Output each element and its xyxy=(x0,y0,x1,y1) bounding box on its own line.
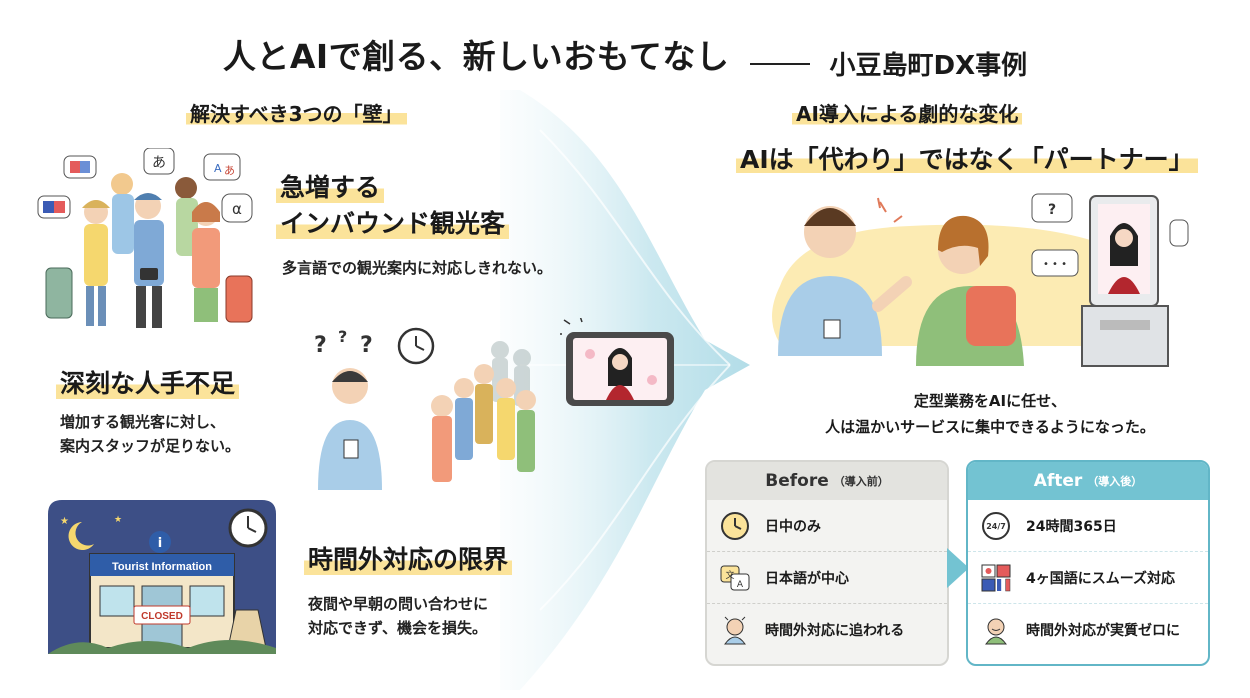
closed-sign: CLOSED xyxy=(141,611,183,622)
wall-clock-icon xyxy=(228,508,268,548)
before-card-header: Before （導入前） xyxy=(707,462,947,500)
closed-office-illustration: ★ ★ i Tourist Information CLOSED xyxy=(48,500,276,654)
svg-text:★: ★ xyxy=(114,515,122,525)
problem-3-desc-line-2: 対応できず、機会を損失。 xyxy=(308,619,487,637)
changes-heading: AI導入による劇的な変化 xyxy=(792,98,1023,127)
before-item-3-text: 時間外対応に追われる xyxy=(765,623,905,639)
after-card-header: After （導入後） xyxy=(968,462,1208,500)
after-card: After （導入後） 24/7 24時間365日 4ヶ国語にスムーズ対応 時間… xyxy=(966,460,1210,666)
after-item-1-text: 24時間365日 xyxy=(1026,518,1117,535)
hiragana-glyph: あ xyxy=(152,155,166,171)
after-item-3-text: 時間外対応が実質ゼロに xyxy=(1026,623,1180,639)
after-item-1: 24/7 24時間365日 xyxy=(968,500,1208,552)
before-item-1: 日中のみ xyxy=(707,500,947,552)
24-7-icon: 24/7 xyxy=(982,511,1010,540)
question-mark-3: ? xyxy=(360,333,373,358)
partner-desc-line-1: 定型業務をAIに任せ、 xyxy=(913,392,1067,410)
translate-ja-glyph: あ xyxy=(224,164,235,177)
partner-title: AIは「代わり」ではなく「パートナー」 xyxy=(736,140,1198,176)
after-item-2-text: 4ヶ国語にスムーズ対応 xyxy=(1026,570,1176,587)
clock-icon xyxy=(397,327,435,365)
after-item-3: 時間外対応が実質ゼロに xyxy=(968,604,1208,656)
before-item-3: 時間外対応に追われる xyxy=(707,604,947,656)
tourists-illustration: あ A あ α xyxy=(37,148,253,328)
problem-2-title: 深刻な人手不足 xyxy=(56,366,240,402)
problem-2-desc-line-2: 案内スタッフが足りない。 xyxy=(60,437,241,455)
staff-shortage-illustration: ? ? ? xyxy=(314,327,536,490)
problem-3-title: 時間外対応の限界 xyxy=(304,542,513,578)
after-label-note: （導入後） xyxy=(1087,475,1143,488)
problem-1-title-line-1: 急増する xyxy=(276,170,385,206)
info-glyph: i xyxy=(158,536,162,551)
after-label: After xyxy=(1033,471,1083,491)
problem-3-title-text: 時間外対応の限界 xyxy=(304,542,513,578)
chat-bubble-dots-2 xyxy=(1169,219,1189,247)
before-item-2-text: 日本語が中心 xyxy=(765,570,849,587)
question-mark-2: ? xyxy=(338,327,347,346)
translate-bun-glyph: 文 xyxy=(725,569,734,581)
speech-bubble-flags-2-icon xyxy=(37,195,71,219)
svg-text:★: ★ xyxy=(60,516,69,527)
tourist-info-sign: Tourist Information xyxy=(112,561,212,573)
info-icon xyxy=(149,531,171,553)
title-divider xyxy=(750,62,811,65)
before-label-note: （導入前） xyxy=(833,475,889,488)
page-title: 人とAIで創る、新しいおもてなし xyxy=(222,37,730,76)
before-card: Before （導入前） 日中のみ 文 A 日本語が中心 時間外対応に追われる xyxy=(705,460,949,666)
problem-2-desc: 増加する観光客に対し、 案内スタッフが足りない。 xyxy=(60,410,240,458)
problems-heading: 解決すべき3つの「壁」 xyxy=(186,98,407,127)
partner-desc: 定型業務をAIに任せ、 人は温かいサービスに集中できるようになった。 xyxy=(780,388,1200,440)
speech-bubble-translate-icon: A あ xyxy=(203,153,241,181)
problem-3-desc-line-1: 夜間や早朝の問い合わせに xyxy=(308,595,489,613)
problem-2-title-text: 深刻な人手不足 xyxy=(56,366,240,402)
chat-bubble-question: ? xyxy=(1031,193,1073,223)
bubble-dots-glyph-1: • • • xyxy=(1043,259,1067,270)
speech-bubble-hiragana-icon: あ xyxy=(143,148,175,175)
changes-heading-text: AI導入による劇的な変化 xyxy=(792,98,1023,127)
partner-desc-line-2: 人は温かいサービスに集中できるようになった。 xyxy=(825,418,1155,436)
speech-bubble-alpha-icon: α xyxy=(221,193,253,223)
question-mark-1: ? xyxy=(314,333,327,358)
before-item-2: 文 A 日本語が中心 xyxy=(707,552,947,604)
stressed-person-icon xyxy=(724,616,746,645)
before-label: Before xyxy=(765,471,829,491)
bubble-question-glyph: ? xyxy=(1048,202,1056,218)
clock-icon xyxy=(721,511,749,540)
problem-1-title: 急増する インバウンド観光客 xyxy=(276,170,510,242)
translate-a-glyph: A xyxy=(737,580,744,590)
partner-title-text: AIは「代わり」ではなく「パートナー」 xyxy=(736,140,1198,176)
problem-2-desc-line-1: 増加する観光客に対し、 xyxy=(60,413,226,431)
ai-tablet-illustration xyxy=(560,318,674,406)
page-title-row: 人とAIで創る、新しいおもてなし 小豆島町DX事例 xyxy=(0,30,1250,82)
kiosk-machine xyxy=(1081,195,1169,367)
before-after-arrow-icon xyxy=(947,548,969,588)
flags-icon xyxy=(981,564,1011,591)
problem-1-desc: 多言語での観光案内に対応しきれない。 xyxy=(282,259,553,277)
after-item-2: 4ヶ国語にスムーズ対応 xyxy=(968,552,1208,604)
moon-icon xyxy=(68,522,94,550)
staff-and-ai-kiosk-illustration: ? • • • xyxy=(770,193,1190,380)
before-item-1-text: 日中のみ xyxy=(765,518,821,535)
page-subtitle: 小豆島町DX事例 xyxy=(829,51,1028,81)
translate-icon: 文 A xyxy=(720,565,750,590)
24-7-glyph: 24/7 xyxy=(986,522,1006,531)
translate-latin-glyph: A xyxy=(214,162,222,175)
alpha-glyph: α xyxy=(232,200,242,218)
chat-bubble-dots: • • • xyxy=(1031,249,1079,277)
problem-1-title-line-2: インバウンド観光客 xyxy=(276,206,510,242)
problems-heading-text: 解決すべき3つの「壁」 xyxy=(186,98,407,127)
problem-3-desc: 夜間や早朝の問い合わせに 対応できず、機会を損失。 xyxy=(308,592,488,640)
relaxed-person-icon xyxy=(985,618,1007,645)
speech-bubble-flags-icon xyxy=(63,155,97,179)
